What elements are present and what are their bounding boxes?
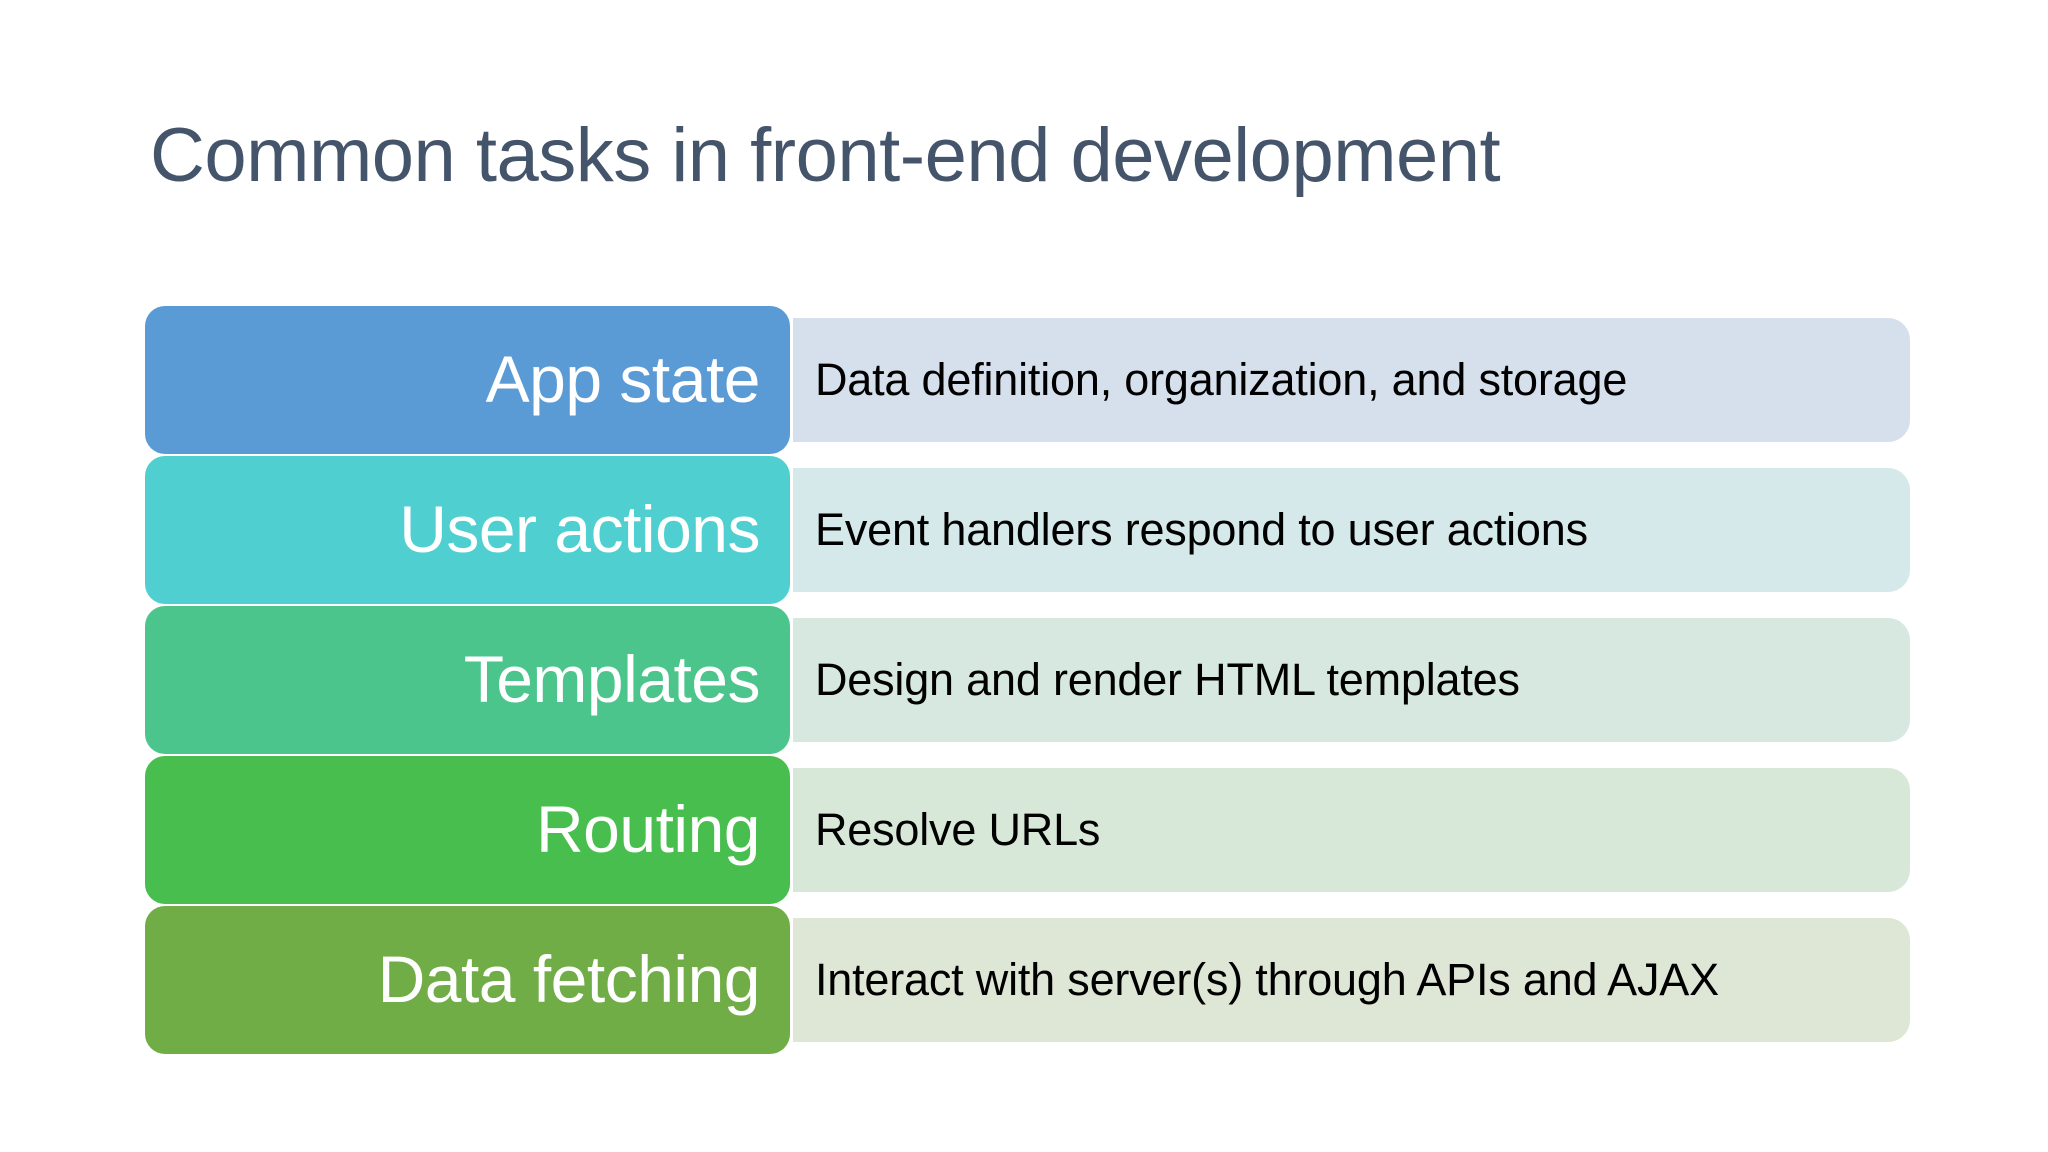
description-text: Data definition, organization, and stora… xyxy=(815,354,1628,406)
description-text: Interact with server(s) through APIs and… xyxy=(815,954,1719,1006)
task-list: Data definition, organization, and stora… xyxy=(0,306,2048,1056)
description-panel: Event handlers respond to user actions xyxy=(793,468,1910,592)
description-panel: Interact with server(s) through APIs and… xyxy=(793,918,1910,1042)
description-panel: Resolve URLs xyxy=(793,768,1910,892)
task-row: Resolve URLs Routing xyxy=(0,756,2048,906)
description-text: Event handlers respond to user actions xyxy=(815,504,1588,556)
task-label-text: User actions xyxy=(399,492,760,567)
task-label-box[interactable]: Templates xyxy=(145,606,790,754)
task-row: Event handlers respond to user actions U… xyxy=(0,456,2048,606)
task-label-text: Templates xyxy=(463,642,761,717)
task-label-text: Routing xyxy=(536,792,761,867)
description-text: Design and render HTML templates xyxy=(815,654,1520,706)
task-label-box[interactable]: Data fetching xyxy=(145,906,790,1054)
task-label-text: App state xyxy=(485,342,761,417)
description-panel: Data definition, organization, and stora… xyxy=(793,318,1910,442)
task-label-text: Data fetching xyxy=(377,942,761,1017)
task-label-box[interactable]: User actions xyxy=(145,456,790,604)
page-title: Common tasks in front-end development xyxy=(150,113,1501,198)
description-text: Resolve URLs xyxy=(815,804,1101,856)
task-row: Data definition, organization, and stora… xyxy=(0,306,2048,456)
task-row: Design and render HTML templates Templat… xyxy=(0,606,2048,756)
task-label-box[interactable]: Routing xyxy=(145,756,790,904)
task-row: Interact with server(s) through APIs and… xyxy=(0,906,2048,1056)
task-label-box[interactable]: App state xyxy=(145,306,790,454)
description-panel: Design and render HTML templates xyxy=(793,618,1910,742)
